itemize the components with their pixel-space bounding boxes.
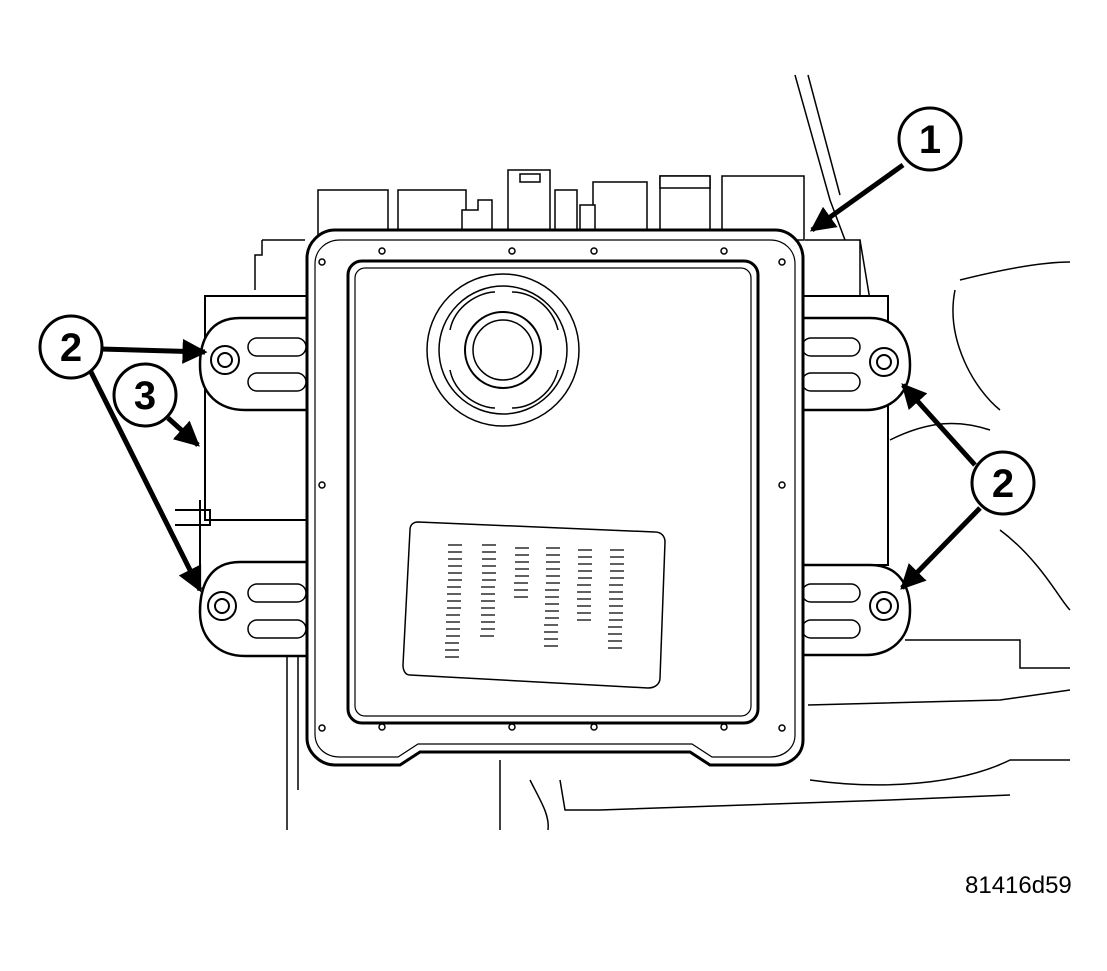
callout-2-left-number: 2 (60, 326, 82, 370)
housing-screw-holes (318, 247, 786, 732)
callout-1: 1 (897, 106, 963, 172)
vent-boss (426, 273, 580, 427)
top-connectors (317, 169, 805, 241)
figure-id: 81416d59 (965, 872, 1072, 899)
bolt-icon (207, 345, 899, 621)
left-mounting-ears (198, 316, 310, 658)
arrow-icon (87, 162, 982, 593)
callout-3-number: 3 (134, 374, 156, 418)
callout-1-number: 1 (919, 118, 941, 162)
callout-2-right: 2 (970, 450, 1036, 516)
callout-2-left: 2 (38, 314, 104, 380)
label-plate (402, 521, 666, 689)
callout-3: 3 (112, 362, 178, 428)
callout-2-right-number: 2 (992, 462, 1014, 506)
right-mounting-ears (798, 316, 912, 657)
vehicle-background-structure (254, 74, 1071, 831)
ecm-module (305, 228, 805, 767)
label-barcode (445, 544, 624, 658)
